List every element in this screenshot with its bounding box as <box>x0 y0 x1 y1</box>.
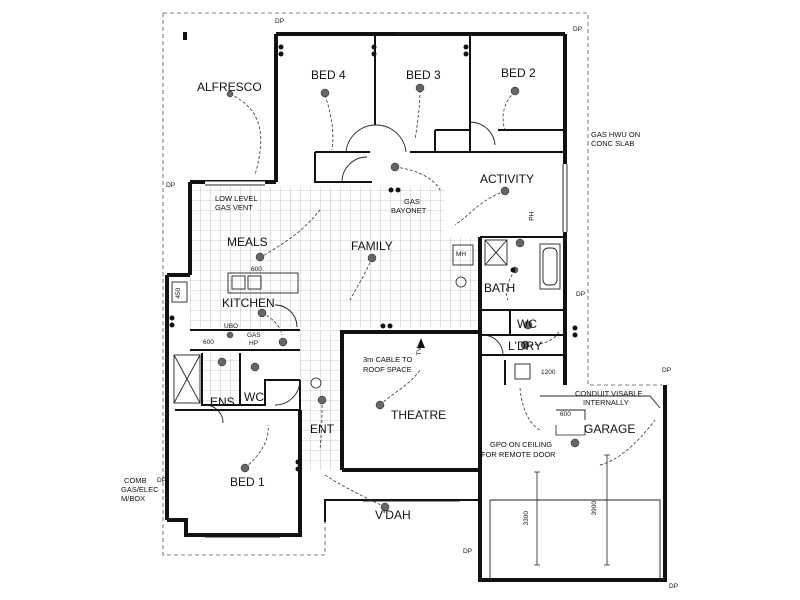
note-gpo-2: FOR REMOTE DOOR <box>481 450 556 459</box>
dimension-600-kitchen: 600 <box>251 266 262 273</box>
dp-marker-top: DP <box>275 18 285 25</box>
dp-marker-left: DP <box>166 182 176 189</box>
room-label-kitchen: KITCHEN <box>222 296 275 310</box>
room-label-bed-3: BED 3 <box>406 68 441 82</box>
note-ubo: UBO <box>224 323 239 330</box>
light-points <box>217 83 580 512</box>
dimension-450: 450 <box>175 287 183 299</box>
room-label-laundry: L'DRY <box>508 339 543 353</box>
dp-marker-right: DP <box>576 291 586 298</box>
dp-marker-garage-top: DP <box>662 367 672 374</box>
fittings <box>171 32 661 580</box>
room-label-bed-2: BED 2 <box>501 66 536 80</box>
boundary-lines <box>162 12 662 556</box>
dimension-3900: 3900 <box>590 501 598 516</box>
room-label-ensuite-wc: WC <box>244 390 264 404</box>
note-gas-hwu-2: CONC SLAB <box>591 139 635 148</box>
switch-symbols <box>310 276 467 389</box>
note-gpo-1: GPO ON CEILING <box>490 440 553 449</box>
dimension-3300: 3300 <box>522 511 530 526</box>
dp-marker-garage-bottom: DP <box>669 583 679 590</box>
note-conduit-1: CONDUIT VISABLE <box>575 389 643 398</box>
room-label-activity: ACTIVITY <box>480 172 535 186</box>
note-comb-2: GAS/ELEC <box>121 485 159 494</box>
walls <box>165 32 667 582</box>
room-label-bed-1: BED 1 <box>230 475 265 489</box>
note-tv: TV <box>415 347 423 356</box>
note-gas-hwu-1: GAS HWU ON <box>591 130 641 139</box>
room-label-alfresco: ALFRESCO <box>197 80 262 94</box>
note-mh: MH <box>456 251 467 258</box>
room-label-meals: MEALS <box>227 235 268 249</box>
dimension-600-ensuite: 600 <box>203 339 214 346</box>
door-swings <box>204 121 504 424</box>
dp-marker-garage-left: DP <box>463 548 473 555</box>
note-gas-hp-1: GAS <box>247 332 261 339</box>
dp-marker-top-right: DP <box>573 26 583 33</box>
internal-walls <box>175 34 565 522</box>
room-label-bath: BATH <box>484 281 516 295</box>
tiled-floor <box>190 187 480 470</box>
note-ph: PH <box>528 211 536 221</box>
note-conduit-2: INTERNALLY <box>583 398 629 407</box>
power-outlets <box>169 44 578 472</box>
room-label-bath-wc: WC <box>517 317 537 331</box>
room-label-bed-4: BED 4 <box>311 68 346 82</box>
note-comb-3: M/BOX <box>121 494 146 503</box>
note-low-gas-vent-2: GAS VENT <box>215 203 253 212</box>
room-label-verandah: V'DAH <box>375 508 411 522</box>
room-label-garage: GARAGE <box>584 422 636 436</box>
dimension-600-garage: 600 <box>560 411 571 418</box>
tv-arrow <box>417 338 425 348</box>
note-comb-1: COMB <box>124 476 147 485</box>
dimension-1200: 1200 <box>541 369 556 376</box>
note-gas-bayonet-2: BAYONET <box>391 206 427 215</box>
dp-marker-bed1: DP <box>157 477 167 484</box>
note-cable-1: 3m CABLE TO <box>363 355 413 364</box>
dimension-lines <box>534 425 610 566</box>
room-label-theatre: THEATRE <box>391 408 447 422</box>
note-cable-2: ROOF SPACE <box>363 365 412 374</box>
room-label-ensuite: ENS <box>210 395 235 409</box>
wiring <box>229 89 656 508</box>
room-label-entry: ENT <box>310 422 334 436</box>
room-label-family: FAMILY <box>351 239 393 253</box>
note-gas-bayonet-1: GAS <box>404 197 420 206</box>
note-gas-hp-2: HP <box>249 340 259 347</box>
note-low-gas-vent-1: LOW LEVEL <box>215 194 258 203</box>
